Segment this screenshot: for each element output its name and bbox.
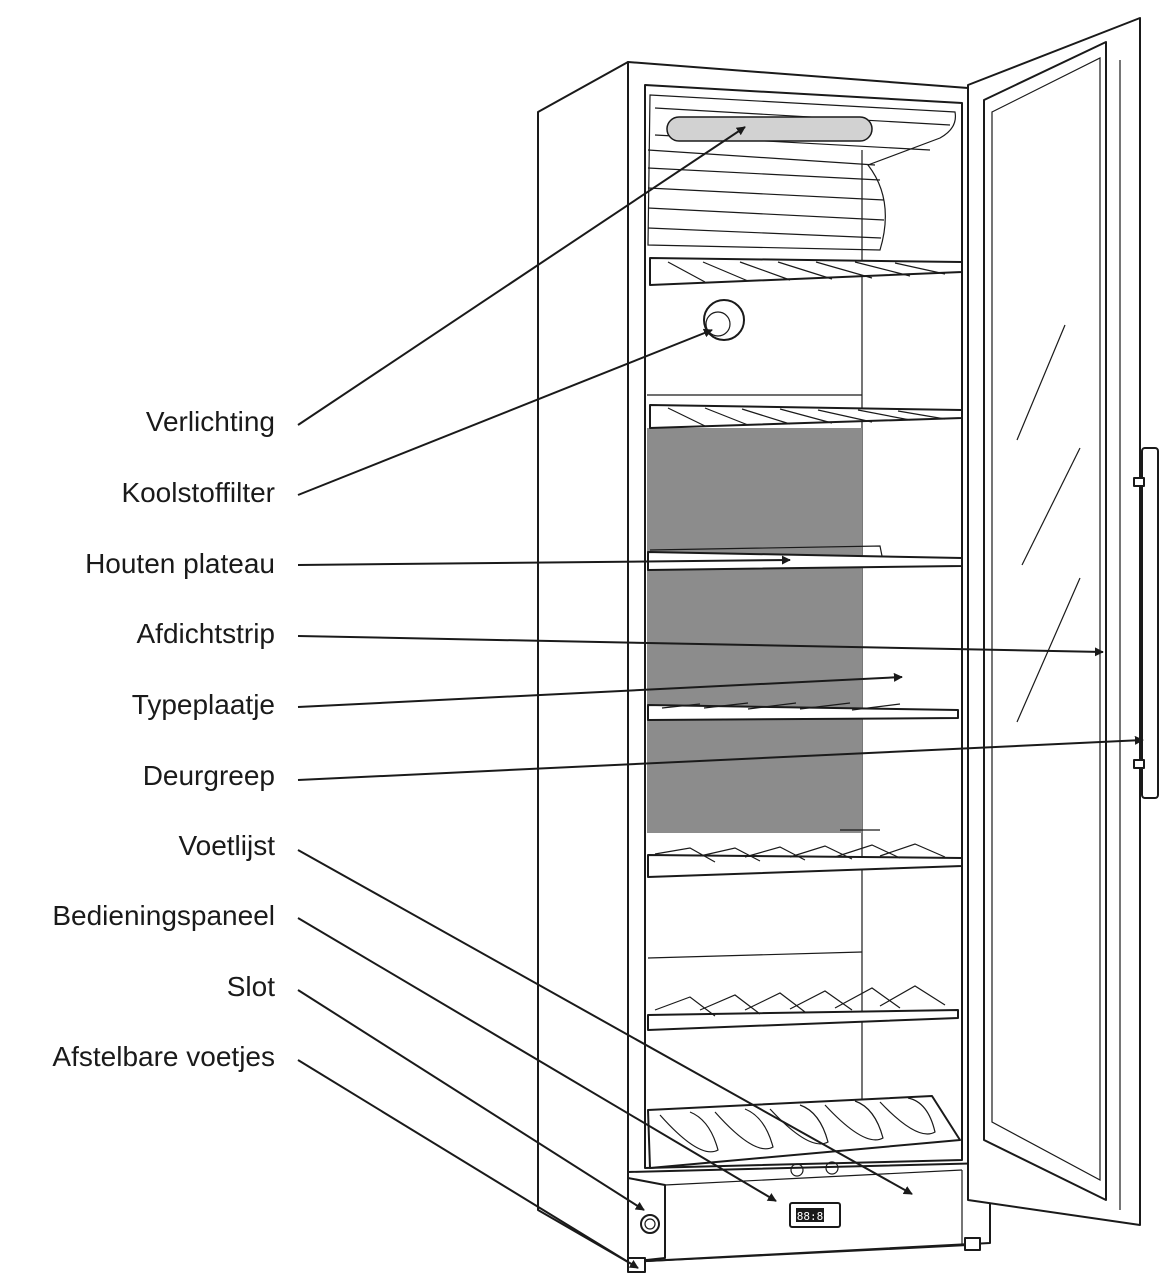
door-gasket <box>983 41 1107 1201</box>
label-afdichtstrip: Afdichtstrip <box>136 618 276 649</box>
cabinet-inner-frame <box>644 84 963 1169</box>
led-light-strip <box>666 116 873 142</box>
label-afstelbare-voetjes: Afstelbare voetjes <box>52 1041 275 1072</box>
control-button-2 <box>825 1161 839 1175</box>
shelf-1 <box>649 257 963 286</box>
lock-icon <box>640 1214 660 1234</box>
leader-afstelbare-voetjes <box>297 1059 639 1269</box>
shelf-2 <box>649 404 963 429</box>
label-voetlijst: Voetlijst <box>178 830 276 861</box>
wooden-shelf-plateau <box>647 545 963 571</box>
glass-door <box>967 17 1141 1226</box>
door-handle <box>1133 447 1159 799</box>
label-verlichting: Verlichting <box>145 406 275 437</box>
bottom-bottle-rack <box>647 1095 961 1169</box>
leader-deurgreep <box>297 735 1144 781</box>
shelf-5 <box>647 829 963 878</box>
label-typeplaatje: Typeplaatje <box>131 689 275 720</box>
leader-koolstoffilter <box>297 328 713 496</box>
leader-voetlijst <box>297 849 913 1195</box>
door-glass <box>991 57 1101 1182</box>
adjustable-foot-left <box>627 1257 646 1273</box>
cabinet-side-panel <box>537 61 629 1263</box>
adjustable-foot-right <box>964 1237 981 1251</box>
display-screen <box>796 1208 824 1222</box>
leader-bedieningspaneel <box>297 917 777 1202</box>
carbon-filter <box>703 299 745 341</box>
label-koolstoffilter: Koolstoffilter <box>121 477 275 508</box>
leader-houten-plateau <box>297 555 791 566</box>
label-deurgreep: Deurgreep <box>142 760 275 791</box>
leader-afdichtstrip <box>297 635 1104 657</box>
leader-typeplaatje <box>297 672 903 708</box>
back-panel <box>647 428 862 833</box>
leader-slot <box>297 989 645 1211</box>
control-button-1 <box>790 1163 804 1177</box>
leader-lines <box>297 126 1144 1269</box>
label-houten-plateau: Houten plateau <box>85 548 275 579</box>
carbon-filter-inner <box>705 311 731 337</box>
shelf-4 <box>647 702 959 721</box>
shelf-6 <box>647 951 959 1031</box>
display-readout: 88:8 <box>797 1210 824 1223</box>
leader-verlichting <box>297 126 746 426</box>
label-bedieningspaneel: Bedieningspaneel <box>52 900 275 931</box>
label-slot: Slot <box>226 971 275 1002</box>
